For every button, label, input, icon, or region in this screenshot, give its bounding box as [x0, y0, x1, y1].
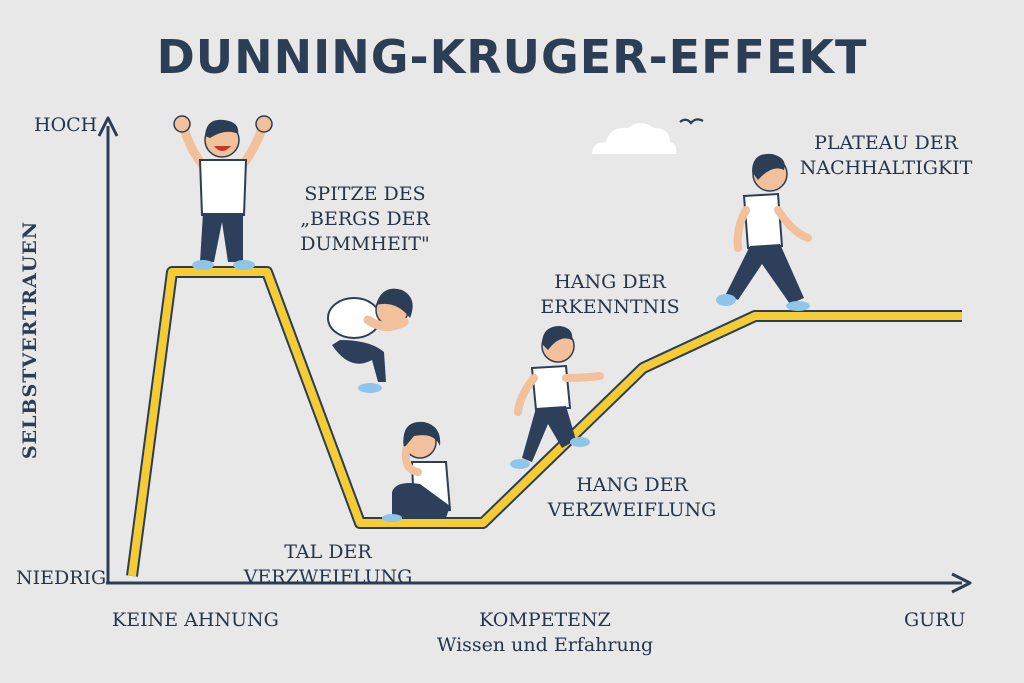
stage-slope-despair-line-2: VERZWEIFLUNG: [547, 499, 717, 521]
x-axis-subtitle: Wissen und Erfahrung: [436, 634, 654, 656]
walking-person-figure: [716, 153, 812, 311]
stage-peak-line-2: „BERGS DER: [300, 208, 430, 230]
page-title: DUNNING-KRUGER-EFFEKT: [156, 30, 868, 84]
x-axis-right-label: GURU: [904, 609, 966, 631]
stage-slope-insight-line-2: ERKENNTNIS: [540, 296, 680, 318]
stage-peak-line-3: DUMMHEIT": [300, 233, 430, 255]
y-axis-high-label: HOCH: [34, 114, 98, 136]
x-axis-center-label: KOMPETENZ Wissen und Erfahrung: [400, 608, 690, 658]
x-axis-left-label: KEINE AHNUNG: [112, 609, 279, 631]
x-axis: [106, 572, 972, 594]
stage-peak-line-1: SPITZE DES: [304, 183, 426, 205]
climbing-person-figure: [510, 326, 604, 469]
bird-icon: [679, 118, 704, 125]
crouching-person-figure: [327, 288, 413, 393]
y-axis-low-label: NIEDRIG: [16, 567, 107, 589]
stage-valley-line-1: TAL DER: [284, 541, 372, 563]
cloud-icon: [592, 123, 677, 154]
stage-valley-line-2: VERZWEIFLUNG: [243, 566, 413, 588]
stage-slope-insight-label: HANG DER ERKENNTNIS: [520, 270, 700, 320]
stage-slope-despair-line-1: HANG DER: [576, 474, 688, 496]
stage-slope-insight-line-1: HANG DER: [554, 271, 666, 293]
stage-slope-despair-label: HANG DER VERZWEIFLUNG: [532, 473, 732, 523]
stage-peak-label: SPITZE DES „BERGS DER DUMMHEIT": [280, 182, 450, 257]
y-axis: [97, 116, 119, 583]
confidence-curve: [126, 266, 962, 577]
x-axis-title: KOMPETENZ: [479, 609, 611, 631]
stage-plateau-line-2: NACHHALTIGKIT: [799, 157, 973, 179]
stage-valley-label: TAL DER VERZWEIFLUNG: [228, 540, 428, 590]
stage-plateau-label: PLATEAU DER NACHHALTIGKIT: [786, 131, 986, 181]
stage-plateau-line-1: PLATEAU DER: [814, 132, 958, 154]
y-axis-label: SELBSTVERTRAUEN: [19, 220, 41, 460]
cheering-person-figure: [173, 115, 273, 270]
sitting-person-figure: [382, 421, 452, 522]
